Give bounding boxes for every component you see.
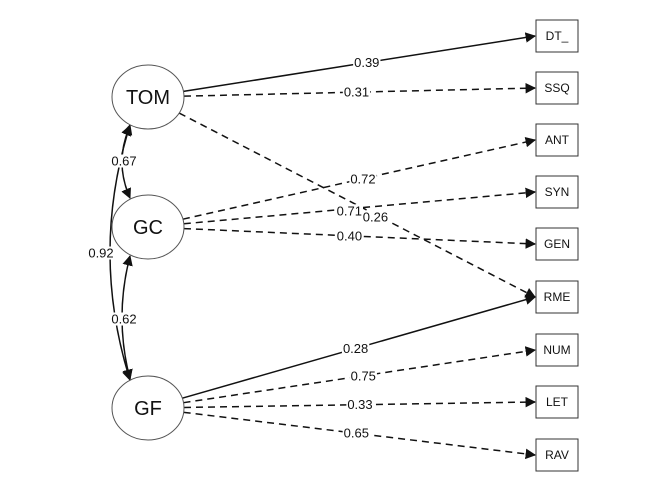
loading-label-gf-let-bg (346, 398, 374, 412)
loading-label-gf-let: 0.33 (346, 397, 374, 412)
nodes-layer: TOM GC GF DT_ SSQ ANT SYN GEN RME NUM LET RAV (111, 19, 579, 472)
loading-label-gc-ant-bg (349, 172, 377, 186)
latent-node-tom: TOM (111, 64, 185, 130)
loading-label-gc-ant: 0.72 (349, 171, 377, 186)
observed-label-rav: RAV (545, 448, 569, 462)
loading-path-gc-gen (183, 227, 537, 249)
loading-label-gf-rme-bg (341, 342, 370, 356)
loading-label-gc-syn-bg (335, 204, 363, 218)
loading-path-tom-rme (178, 112, 536, 298)
observed-label-gen: GEN (544, 237, 570, 251)
latent-ellipse-gc (111, 194, 185, 260)
observed-box-gen (535, 227, 579, 261)
loading-label-gc-gen: 0.40 (335, 228, 364, 243)
observed-node-syn: SYN (535, 175, 579, 209)
loading-label-tom-rme: 0.26 (361, 210, 390, 225)
loading-path-gf-let (183, 396, 537, 409)
observed-label-ssq: SSQ (544, 81, 569, 95)
loading-label-gc-syn: 0.71 (335, 203, 363, 218)
loading-label-tom-ssq: 0.31 (342, 85, 371, 100)
observed-node-rav: RAV (535, 438, 579, 472)
covariance-gc-gf-label-bg (110, 312, 138, 326)
loading-label-gf-num: 0.75 (349, 368, 377, 383)
observed-node-ant: ANT (535, 123, 579, 157)
covariance-tom-gf-label: 0.92 (87, 246, 115, 261)
observed-node-dt: DT_ (535, 19, 579, 53)
loading-label-gf-rav-text: 0.65 (344, 426, 369, 441)
observed-label-syn: SYN (545, 185, 570, 199)
observed-label-ant: ANT (545, 133, 570, 147)
loading-label-gc-syn-text: 0.71 (337, 203, 362, 218)
loading-label-gf-rme-text: 0.28 (343, 341, 368, 356)
covariance-tom-gf-label-text: 0.92 (88, 246, 113, 261)
loading-label-gf-rav-bg (342, 426, 370, 440)
loading-label-gf-let-text: 0.33 (347, 397, 372, 412)
loading-label-gf-num-text: 0.75 (351, 368, 376, 383)
latent-label-gc: GC (133, 217, 163, 239)
latent-label-tom: TOM (126, 87, 170, 109)
covariance-tom-gc-label: 0.67 (110, 154, 138, 169)
observed-label-let: LET (546, 395, 569, 409)
loading-path-tom-ssq (183, 82, 537, 97)
loading-label-gc-ant-text: 0.72 (350, 171, 375, 186)
latent-ellipse-gf (111, 375, 185, 441)
covariance-gc-gf-label-text: 0.62 (111, 312, 136, 327)
observed-label-dt: DT_ (546, 29, 569, 43)
edge-labels-layer: 0.39 0.31 0.26 0.72 0.71 0.40 0.28 0.75 0.33 0.65… (87, 55, 390, 441)
observed-node-rme: RME (535, 280, 579, 314)
loading-label-gf-rme: 0.28 (341, 341, 370, 356)
loading-label-tom-ssq-text: 0.31 (344, 85, 369, 100)
loading-label-gf-rav: 0.65 (342, 426, 370, 441)
loading-label-tom-dt: 0.39 (353, 55, 381, 70)
loading-label-tom-rme-bg (361, 210, 390, 224)
observed-box-ssq (535, 71, 579, 105)
observed-node-gen: GEN (535, 227, 579, 261)
loading-label-gc-gen-text: 0.40 (337, 228, 362, 243)
observed-label-num: NUM (543, 343, 570, 357)
loading-label-tom-rme-text: 0.26 (363, 210, 388, 225)
observed-box-dt (535, 19, 579, 53)
observed-label-rme: RME (544, 290, 571, 304)
covariance-tom-gc-label-text: 0.67 (111, 154, 136, 169)
latent-ellipse-tom (111, 64, 185, 130)
covariance-tom-gf-label-bg (87, 246, 115, 260)
observed-box-ant (535, 123, 579, 157)
observed-box-let (535, 385, 579, 419)
covariance-gc-gf-label: 0.62 (110, 312, 138, 327)
observed-box-rav (535, 438, 579, 472)
loading-path-gc-syn (183, 187, 537, 225)
latent-node-gf: GF (111, 375, 185, 441)
loading-label-tom-dt-bg (353, 56, 381, 70)
observed-box-num (535, 333, 579, 367)
latent-label-gf: GF (134, 398, 162, 420)
observed-node-ssq: SSQ (535, 71, 579, 105)
latent-node-gc: GC (111, 194, 185, 260)
covariance-tom-gc-label-bg (110, 154, 138, 168)
loading-path-gf-rav (183, 411, 537, 460)
observed-box-rme (535, 280, 579, 314)
loading-label-tom-dt-text: 0.39 (354, 55, 379, 70)
loading-label-gc-gen-bg (335, 229, 364, 243)
observed-node-let: LET (535, 385, 579, 419)
loading-label-tom-ssq-bg (342, 85, 371, 99)
loading-label-gf-num-bg (349, 369, 377, 383)
observed-node-num: NUM (535, 333, 579, 367)
observed-box-syn (535, 175, 579, 209)
